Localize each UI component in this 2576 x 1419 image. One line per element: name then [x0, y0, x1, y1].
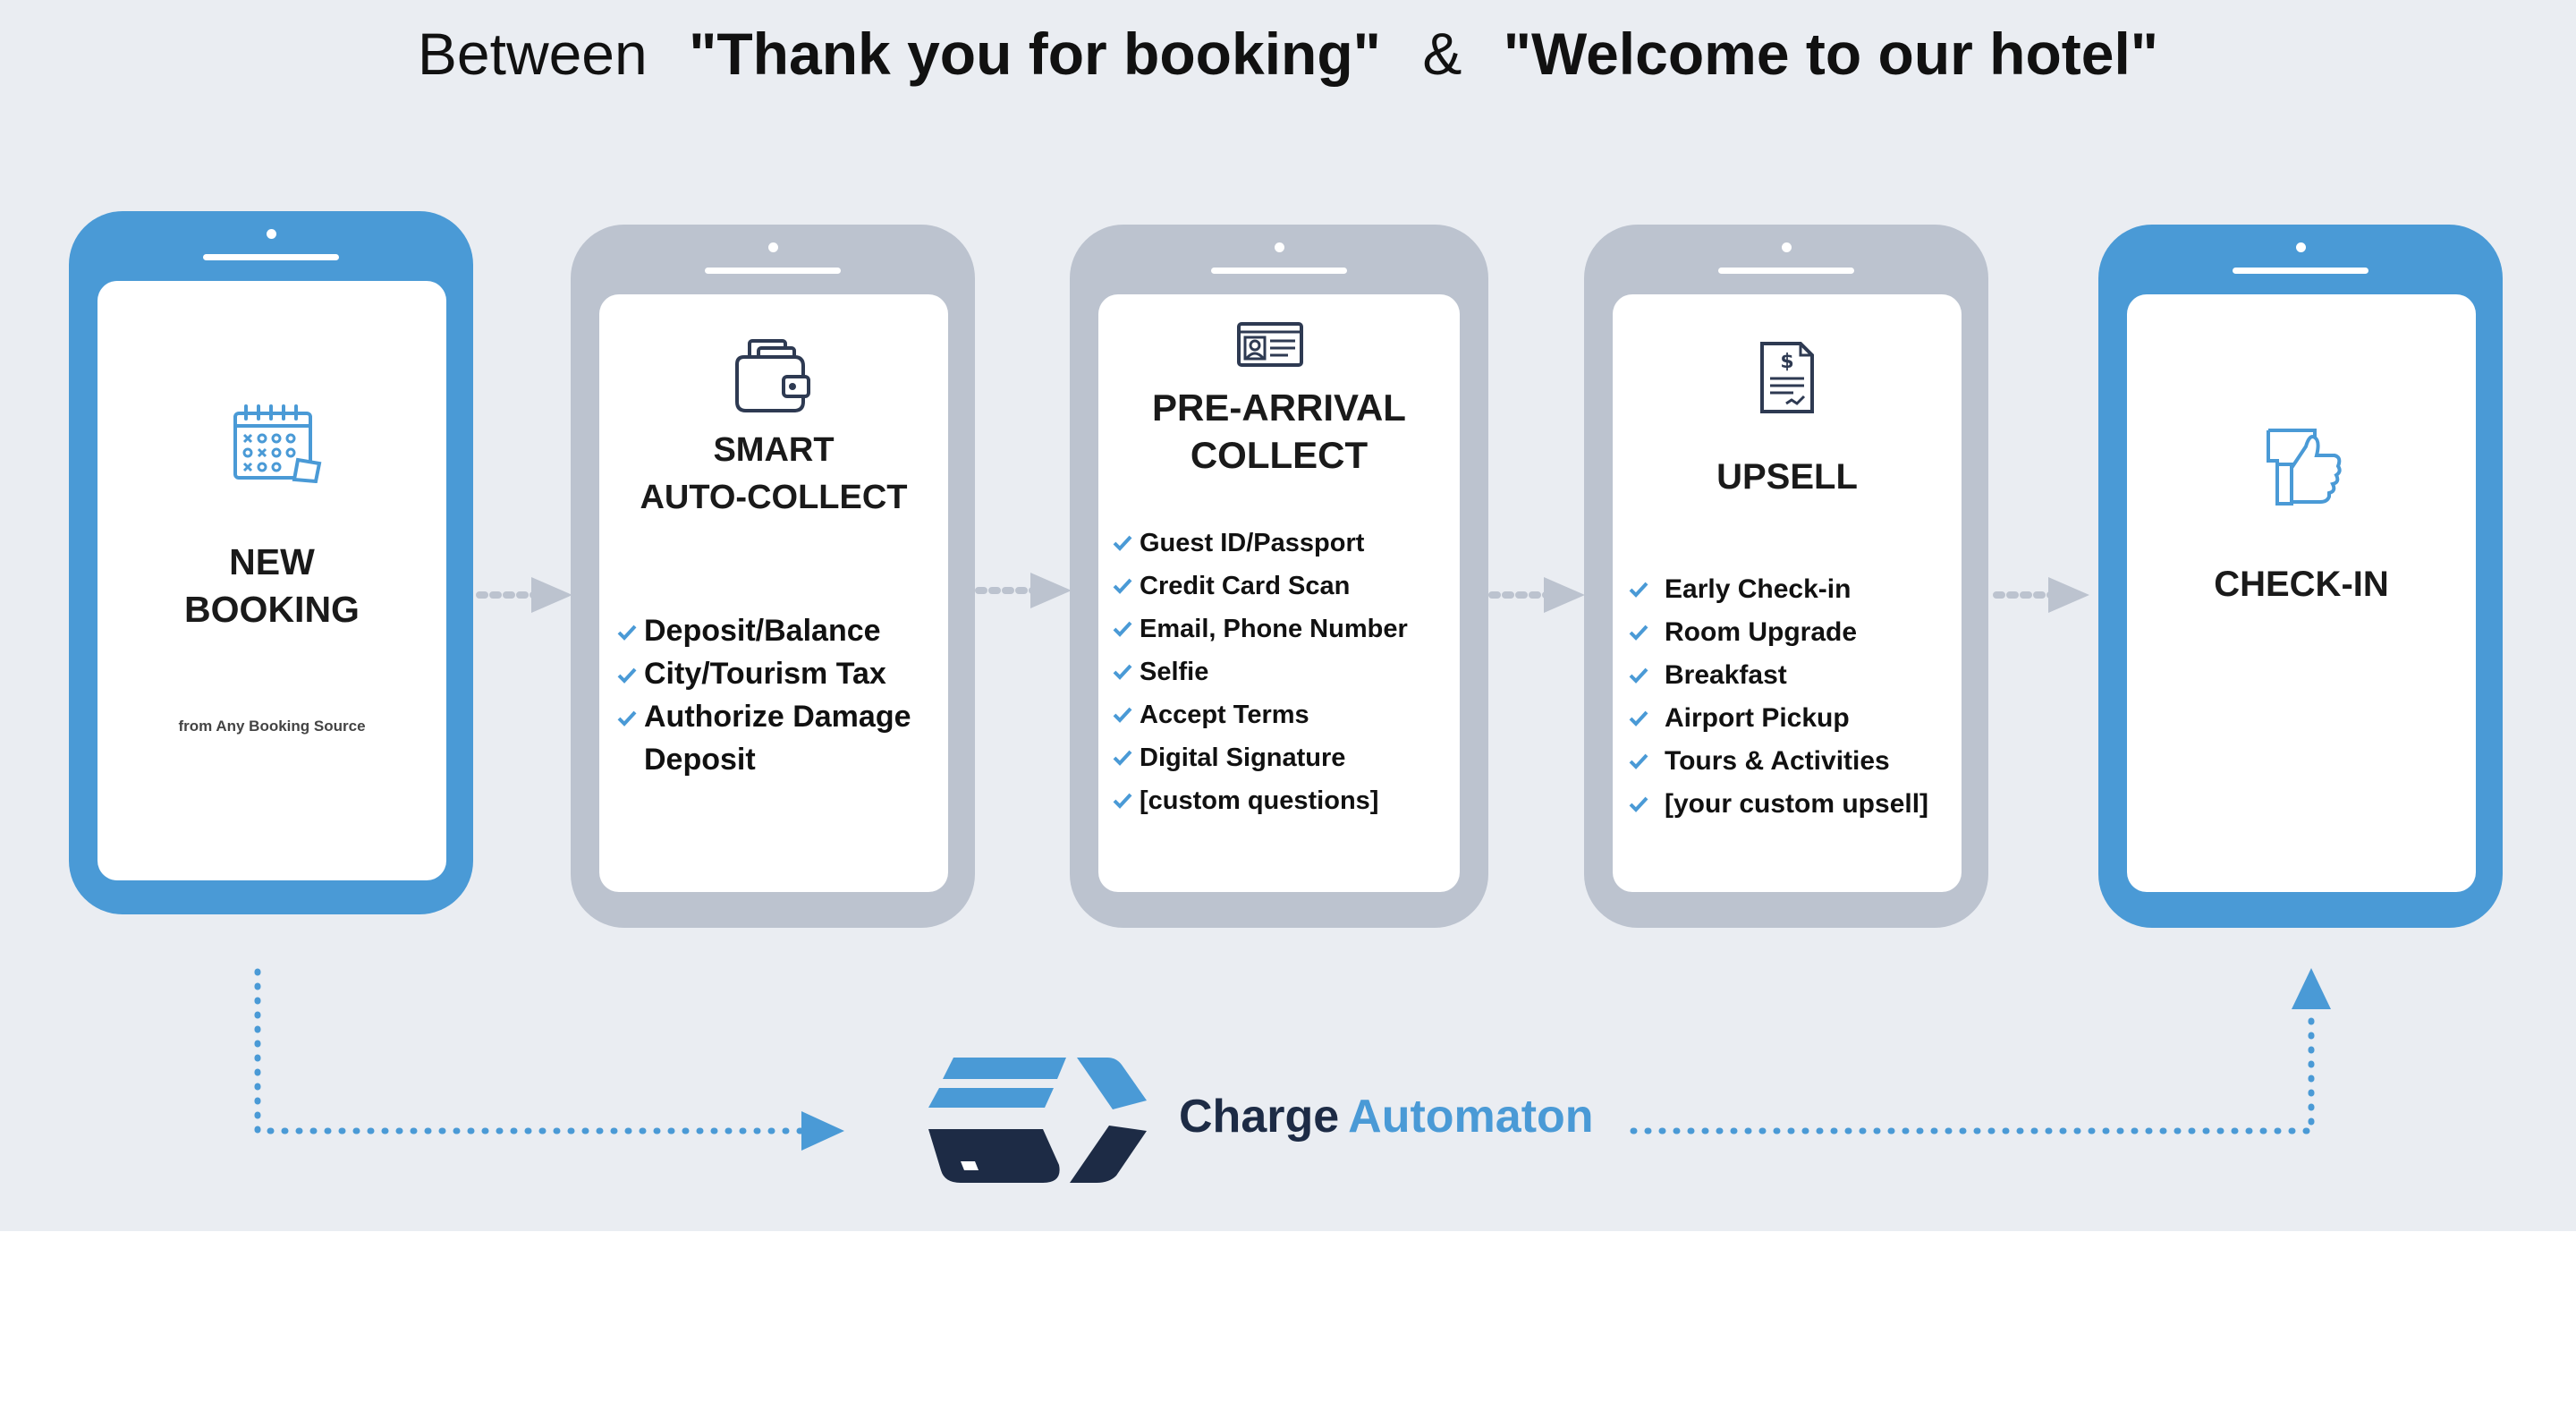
list-item: Breakfast	[1629, 654, 1928, 697]
check-icon	[1113, 779, 1132, 822]
calendar-icon	[233, 404, 322, 483]
check-icon	[1113, 736, 1132, 779]
list-item: Credit Card Scan	[1113, 565, 1408, 608]
step-title: SMART AUTO-COLLECT	[640, 431, 908, 516]
check-icon	[617, 609, 637, 652]
phone-pre-arrival-collect: PRE-ARRIVAL COLLECT Guest ID/Passport Cr…	[1070, 225, 1488, 928]
checklist: Deposit/Balance City/Tourism Tax Authori…	[617, 609, 911, 781]
phone-camera	[2296, 242, 2306, 252]
step-title: NEW BOOKING	[184, 541, 360, 630]
check-icon	[1113, 565, 1132, 608]
headline-quote-welcome: "Welcome to our hotel"	[1503, 21, 2159, 87]
list-item: Selfie	[1113, 650, 1408, 693]
svg-text:$: $	[1780, 351, 1793, 373]
check-icon	[1629, 611, 1648, 654]
phone-screen: NEW BOOKING from Any Booking Source	[97, 281, 446, 880]
list-item: Early Check-in	[1629, 568, 1928, 611]
step-subtitle: from Any Booking Source	[178, 718, 366, 735]
phone-camera	[768, 242, 778, 252]
phone-speaker	[1718, 268, 1854, 274]
automation-route	[254, 968, 2331, 1151]
phone-upsell: $ UPSELL Early Check-in Room Upgrade Bre…	[1584, 225, 1988, 928]
route-arrow-up	[2292, 968, 2331, 1009]
phone-smart-auto-collect: SMART AUTO-COLLECT Deposit/Balance City/…	[571, 225, 975, 928]
phone-screen: CHECK-IN	[2127, 294, 2476, 892]
list-item: Room Upgrade	[1629, 611, 1928, 654]
phone-camera	[1275, 242, 1284, 252]
check-icon	[1113, 650, 1132, 693]
list-item: Email, Phone Number	[1113, 608, 1408, 650]
phone-camera	[267, 229, 276, 239]
step-title: PRE-ARRIVAL COLLECT	[1152, 387, 1406, 476]
list-item: City/Tourism Tax	[617, 652, 911, 695]
list-item: [custom questions]	[1113, 779, 1408, 822]
phone-speaker	[203, 254, 339, 260]
phone-screen: PRE-ARRIVAL COLLECT Guest ID/Passport Cr…	[1098, 294, 1460, 892]
check-icon	[617, 652, 637, 695]
list-item: Airport Pickup	[1629, 697, 1928, 740]
check-icon	[1629, 783, 1648, 826]
flow-arrow-4	[1993, 577, 2089, 613]
check-icon	[1113, 693, 1132, 736]
list-item: Authorize Damage	[617, 695, 911, 738]
list-item: Guest ID/Passport	[1113, 522, 1408, 565]
checklist: Guest ID/Passport Credit Card Scan Email…	[1113, 522, 1408, 822]
list-item: Tours & Activities	[1629, 740, 1928, 783]
check-icon	[1113, 608, 1132, 650]
phone-speaker	[705, 268, 841, 274]
check-icon	[1629, 740, 1648, 783]
id-card-icon	[1237, 322, 1303, 367]
list-item: Deposit	[644, 743, 756, 777]
phone-check-in: CHECK-IN	[2098, 225, 2503, 928]
check-icon	[1629, 654, 1648, 697]
thumbs-up-icon	[2267, 429, 2342, 506]
phone-new-booking: NEW BOOKING from Any Booking Source	[69, 211, 473, 914]
wallet-icon	[735, 339, 810, 412]
flow-arrow-2	[975, 573, 1072, 608]
check-icon	[1113, 522, 1132, 565]
check-icon	[617, 695, 637, 738]
route-arrow-right	[801, 1111, 844, 1151]
check-icon	[1629, 697, 1648, 740]
headline: Between "Thank you for booking" & "Welco…	[0, 20, 2576, 88]
phone-screen: $ UPSELL Early Check-in Room Upgrade Bre…	[1613, 294, 1962, 892]
list-item: Deposit/Balance	[617, 609, 911, 652]
diagram-canvas: Between "Thank you for booking" & "Welco…	[0, 0, 2576, 1231]
headline-prefix: Between	[417, 21, 648, 87]
headline-ampersand: &	[1422, 21, 1462, 87]
flow-arrow-3	[1488, 577, 1585, 613]
brand-name-automaton: Automaton	[1348, 1091, 1594, 1143]
phone-camera	[1782, 242, 1792, 252]
checklist: Early Check-in Room Upgrade Breakfast Ai…	[1629, 568, 1928, 826]
flow-arrow-1	[476, 577, 572, 613]
phone-screen: SMART AUTO-COLLECT Deposit/Balance City/…	[599, 294, 948, 892]
headline-quote-booking: "Thank you for booking"	[689, 21, 1381, 87]
step-title: UPSELL	[1716, 457, 1858, 497]
phone-speaker	[2233, 268, 2368, 274]
list-item: Accept Terms	[1113, 693, 1408, 736]
step-title: CHECK-IN	[2214, 565, 2389, 604]
brand-name-charge: Charge	[1179, 1091, 1340, 1143]
check-icon	[1629, 568, 1648, 611]
list-item: [your custom upsell]	[1629, 783, 1928, 826]
list-item: Digital Signature	[1113, 736, 1408, 779]
phone-speaker	[1211, 268, 1347, 274]
charge-automaton-logo-icon	[928, 1058, 1147, 1183]
invoice-icon: $	[1760, 342, 1814, 413]
